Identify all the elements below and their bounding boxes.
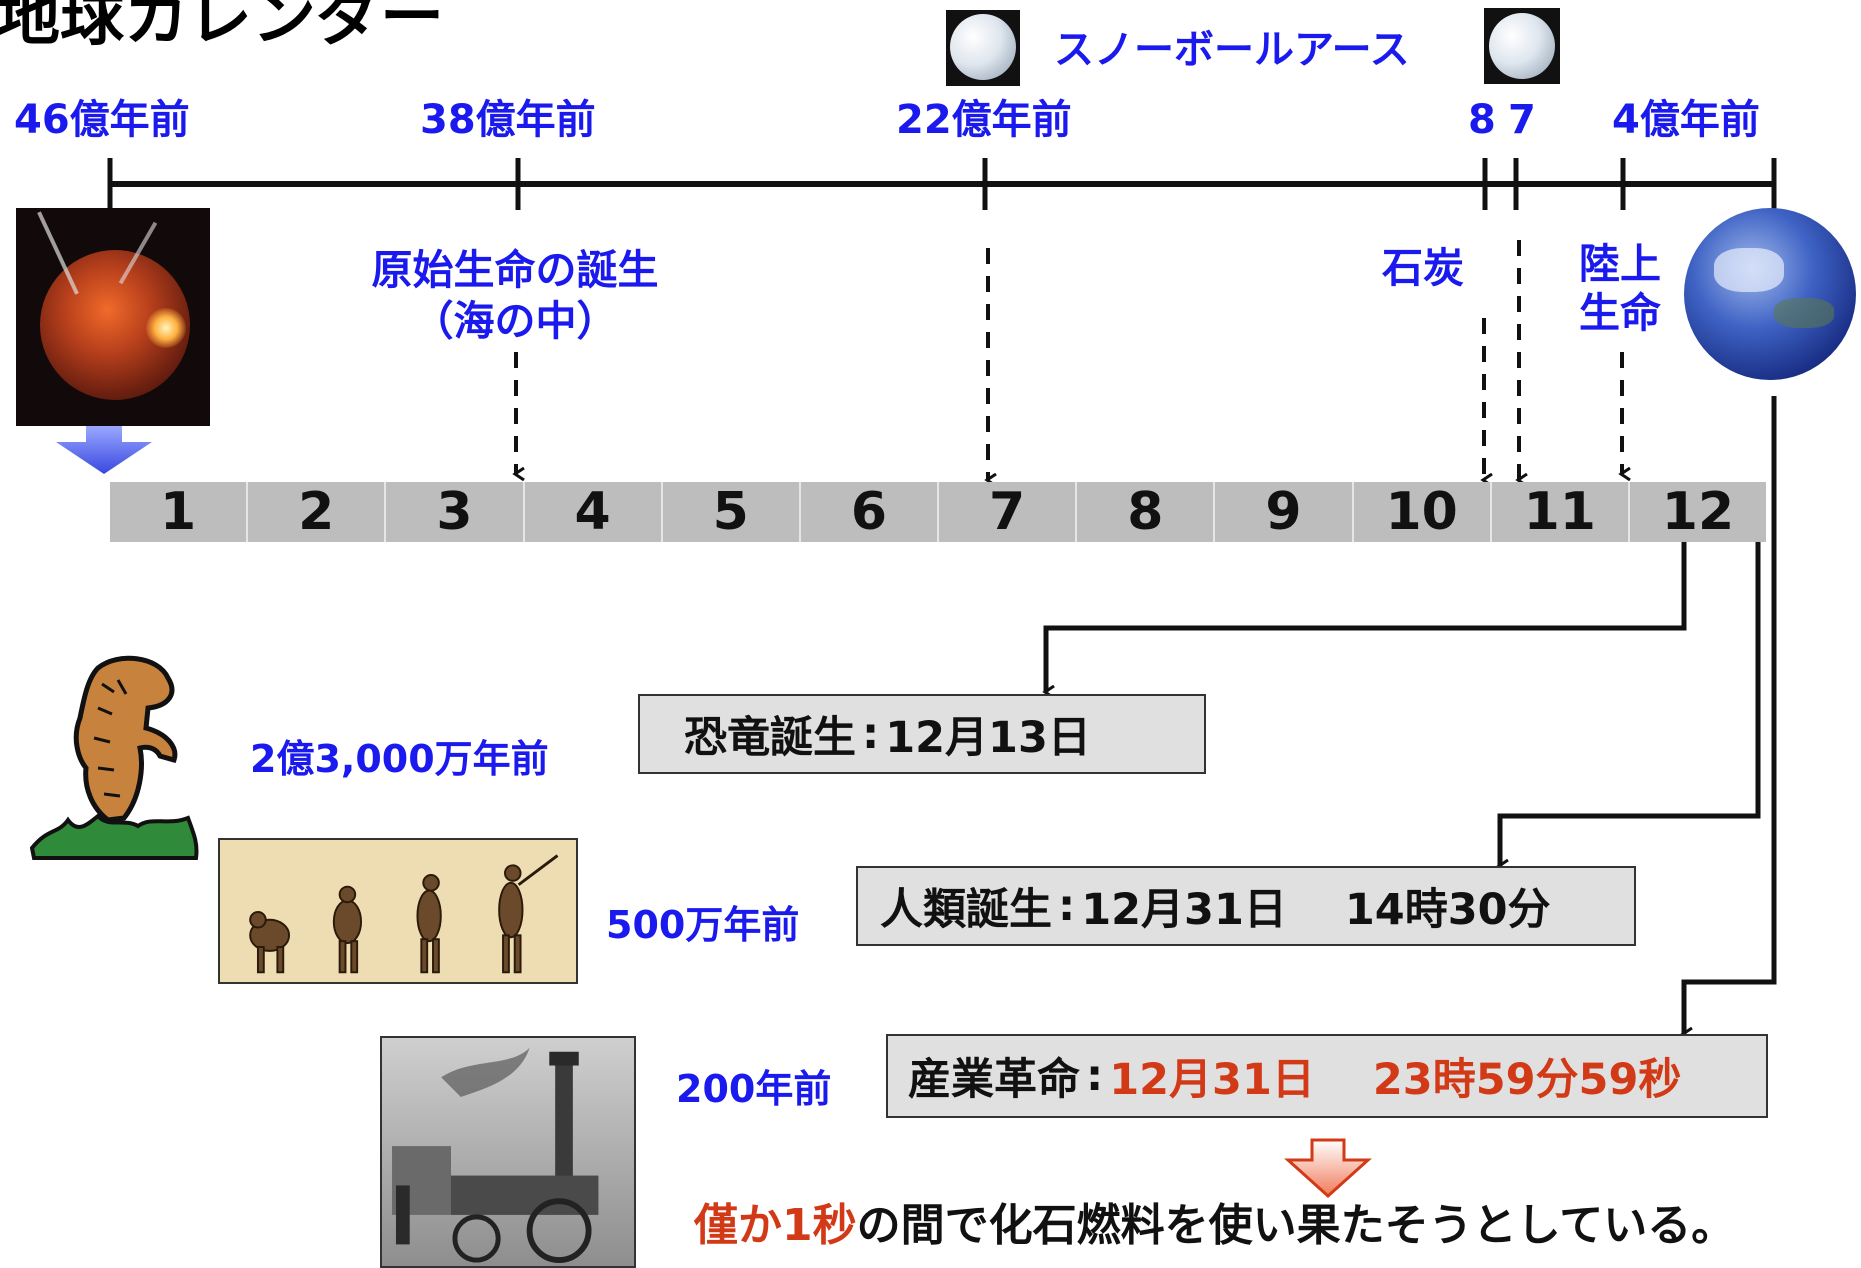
month-6: 6	[801, 482, 940, 542]
snowball-earth-icon-2	[1484, 8, 1560, 84]
month-5: 5	[663, 482, 801, 542]
dinosaur-label: 恐竜誕生	[684, 713, 856, 763]
month-7: 7	[939, 482, 1078, 542]
arrow-to-industrial	[1684, 396, 1777, 1034]
dinosaur-box: 恐竜誕生 : 12月13日	[638, 694, 1206, 774]
arrow-to-dinosaur	[1046, 542, 1687, 692]
conclusion-rest: の間で化石燃料を使い果たそうとしている。	[856, 1200, 1736, 1251]
human-sep: :	[1058, 881, 1076, 931]
page-title: 地球カレンダー	[0, 0, 444, 55]
tick-label-8: 8	[1468, 97, 1496, 143]
earth-globe-image	[1684, 208, 1856, 380]
month-3: 3	[386, 482, 525, 542]
tick-label-7: 7	[1508, 97, 1536, 143]
dinosaur-years-ago: 2億3,000万年前	[250, 737, 549, 781]
month-9: 9	[1215, 482, 1354, 542]
blue-down-arrow	[56, 426, 152, 474]
conclusion-highlight: 僅か1秒	[694, 1200, 857, 1251]
human-date: 12月31日 14時30分	[1081, 885, 1551, 935]
industrial-sep: :	[1086, 1051, 1104, 1101]
tick-label-4: 4億年前	[1612, 97, 1760, 143]
human-evolution-image	[218, 838, 578, 984]
molten-earth-image	[16, 208, 210, 426]
month-1: 1	[110, 482, 249, 542]
origin-of-life-label: 原始生命の誕生 （海の中）	[340, 250, 690, 342]
dinosaur-sep: :	[862, 709, 880, 759]
human-label: 人類誕生	[880, 885, 1052, 935]
month-bar: 1 2 3 4 5 6 7 8 9 10 11 12	[110, 482, 1766, 542]
industrial-years-ago: 200年前	[676, 1067, 832, 1111]
dinosaur-drawing	[29, 655, 199, 860]
origin-of-life-line1: 原始生命の誕生	[371, 246, 659, 294]
month-2: 2	[248, 482, 387, 542]
coal-label: 石炭	[1382, 244, 1464, 292]
evolution-figures	[249, 854, 559, 974]
tick-label-38: 38億年前	[420, 97, 596, 143]
snowball-earth-icon	[946, 10, 1020, 86]
snowball-earth-label: スノーボールアース	[1054, 27, 1410, 73]
industrial-box: 産業革命 : 12月31日 23時59分59秒	[886, 1034, 1768, 1118]
land-life-line2: 生命	[1579, 289, 1661, 337]
steam-locomotive-image	[380, 1036, 636, 1268]
conclusion-text: 僅か1秒の間で化石燃料を使い果たそうとしている。	[694, 1204, 1735, 1248]
human-box: 人類誕生 : 12月31日 14時30分	[856, 866, 1636, 946]
land-life-label: 陸上 生命	[1572, 244, 1668, 334]
month-11: 11	[1492, 482, 1630, 542]
industrial-date: 12月31日 23時59分59秒	[1109, 1055, 1682, 1105]
industrial-label: 産業革命	[908, 1055, 1080, 1105]
orange-down-arrow	[1284, 1138, 1372, 1199]
human-years-ago: 500万年前	[606, 903, 800, 947]
dinosaur-image	[28, 648, 200, 862]
locomotive-drawing	[392, 1047, 599, 1264]
month-12: 12	[1661, 482, 1735, 542]
month-10: 10	[1354, 482, 1492, 542]
tick-label-46: 46億年前	[14, 97, 190, 143]
month-8: 8	[1077, 482, 1216, 542]
land-life-line1: 陸上	[1579, 240, 1661, 288]
origin-of-life-line2: （海の中）	[412, 297, 618, 345]
arrow-to-human	[1500, 542, 1761, 866]
dinosaur-date: 12月13日	[885, 713, 1091, 763]
month-4: 4	[525, 482, 663, 542]
tick-label-22: 22億年前	[896, 97, 1072, 143]
